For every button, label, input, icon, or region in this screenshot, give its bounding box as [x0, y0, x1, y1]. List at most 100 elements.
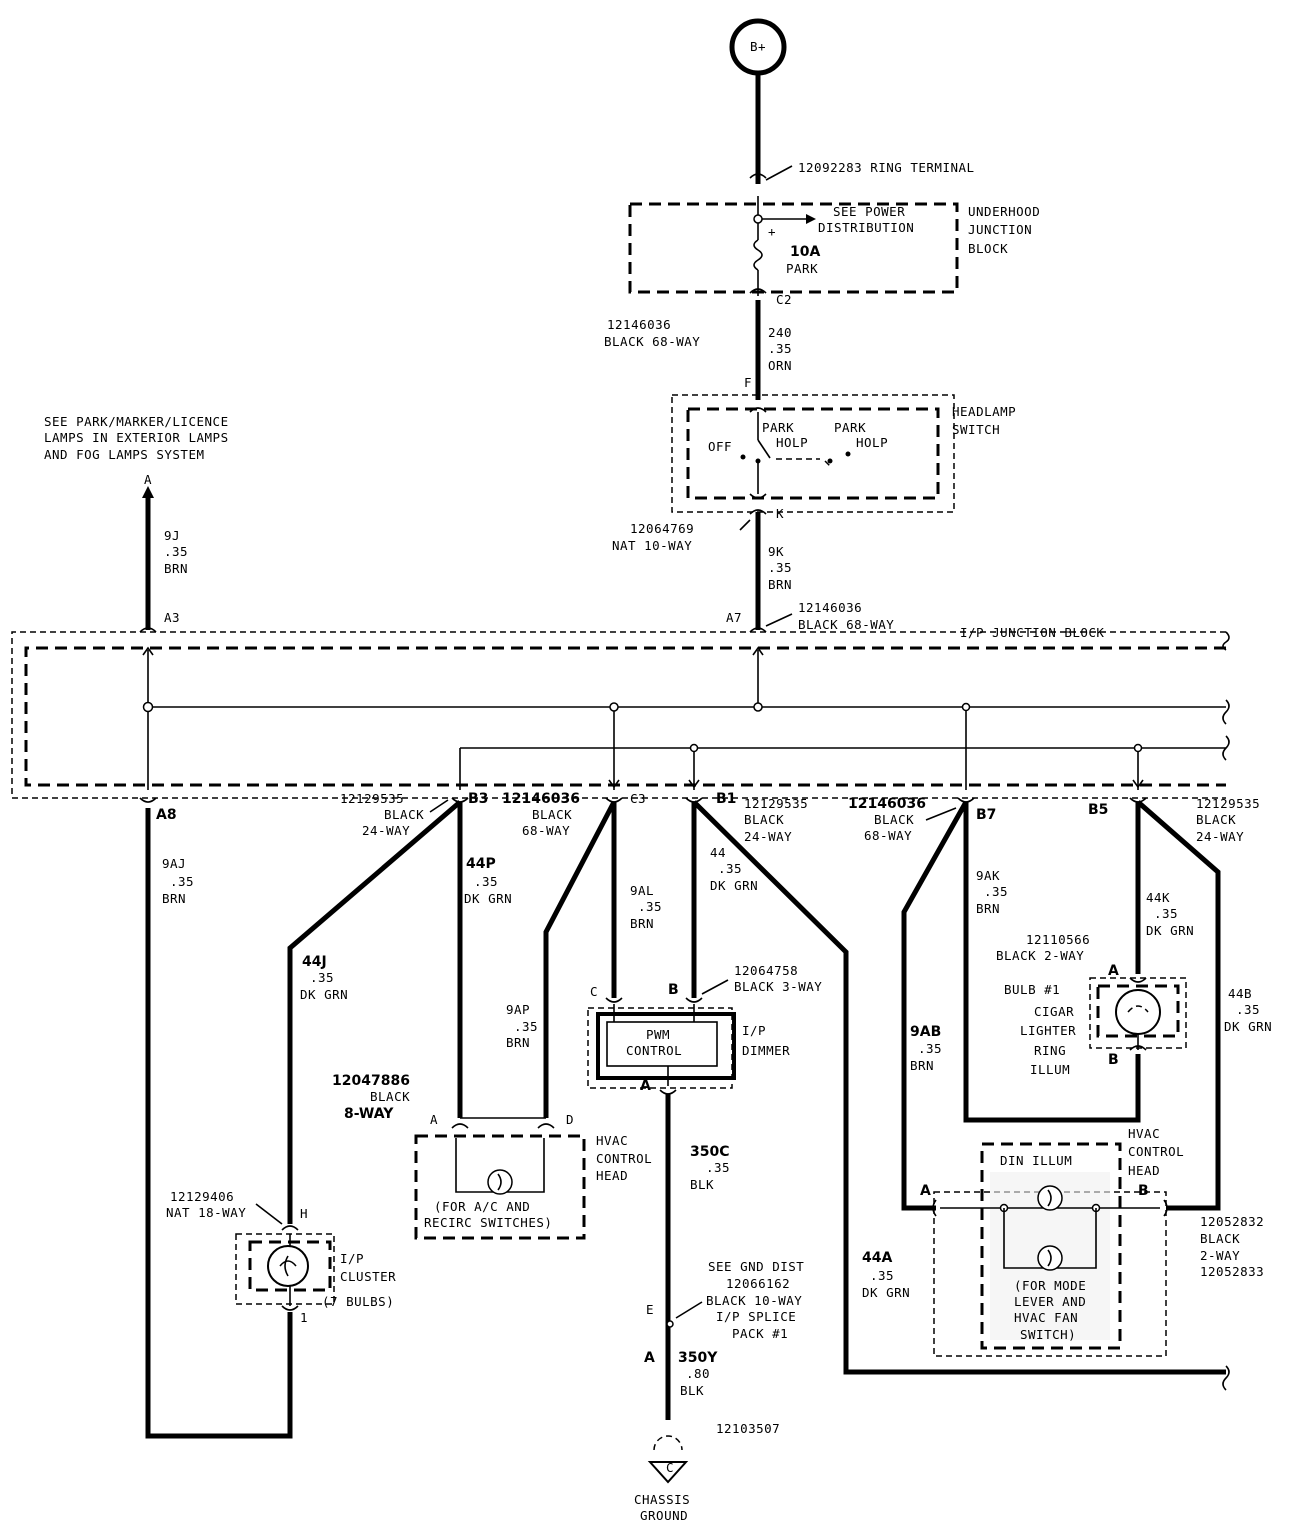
wire-9ab-line1: 9AB — [910, 1024, 941, 1040]
power-dist-arrow-head — [806, 214, 816, 224]
ground-name-line2: GROUND — [640, 1508, 688, 1523]
wire-9al-line3: BRN — [630, 916, 654, 931]
cluster-filament — [279, 1255, 297, 1277]
switch-holp1-label: HOLP — [776, 435, 808, 450]
conn-b7-leader — [925, 807, 957, 821]
hvac-left-name-line2: CONTROL — [596, 1151, 652, 1166]
hvac-right-note-line4: SWITCH) — [1020, 1327, 1076, 1342]
conn-b5-line2: BLACK — [1196, 812, 1236, 827]
pin-b3: B3 — [468, 791, 488, 807]
switch-park2-label: PARK — [834, 420, 866, 435]
wire-44-line2: .35 — [718, 861, 742, 876]
wire-44p-line3: DK GRN — [464, 891, 512, 906]
ip-arrow-a3 — [142, 646, 154, 656]
hvac-control-head-left: 12047886 BLACK 8-WAY A D (FOR A/C AND RE… — [332, 1073, 652, 1240]
pin-b1: B1 — [716, 791, 736, 807]
headlamp-switch-outline — [686, 407, 940, 500]
ip-junction-block: A3 A7 12146036 BLACK 68-WAY I/P JUNCTION… — [11, 600, 1230, 799]
cluster-connector-line1: 12129406 — [170, 1189, 234, 1204]
wire-44-line3: DK GRN — [710, 878, 758, 893]
gnd-eyelet-part: 12103507 — [716, 1421, 780, 1436]
conn-b1-line3: 24-WAY — [744, 829, 792, 844]
wire-9ak-line3: BRN — [976, 901, 1000, 916]
hvac-right-b-symbol — [1163, 1199, 1168, 1217]
cluster-name-line3: (7 BULBS) — [322, 1294, 394, 1309]
dimmer-connector-line2: BLACK 3-WAY — [734, 979, 822, 994]
hvac-left-connector-line1: 12047886 — [332, 1073, 410, 1089]
pwm-control-line2: CONTROL — [626, 1043, 682, 1058]
hvac-left-connector-line3: 8-WAY — [344, 1106, 394, 1122]
cigar-bulb-label: BULB #1 — [1004, 982, 1060, 997]
cigar-name-line2: LIGHTER — [1020, 1023, 1076, 1038]
wire-240-line1: 240 — [768, 325, 792, 340]
cigar-a-symbol — [1129, 977, 1147, 983]
wire-9ab-line3: BRN — [910, 1058, 934, 1073]
cigar-lighter-illum: 12110566 BLACK 2-WAY A B BULB #1 CIGAR L… — [996, 932, 1187, 1077]
headlamp-outer-outline — [671, 394, 955, 513]
wire-44p-line1: 44P — [466, 856, 496, 872]
wire-44a-line3: DK GRN — [862, 1285, 910, 1300]
wire-350c-line2: .35 — [706, 1160, 730, 1175]
wire-44a-line2: .35 — [870, 1268, 894, 1283]
pin-b7: B7 — [976, 807, 996, 823]
wire-44-line1: 44 — [710, 845, 726, 860]
ip-arrow-b5 — [1132, 779, 1144, 789]
cluster-pin-h: H — [300, 1206, 308, 1221]
cluster-name-line2: CLUSTER — [340, 1269, 396, 1284]
ip-splice-b5 — [1133, 743, 1143, 753]
fuse-symbol — [753, 239, 763, 271]
wire-44a — [692, 800, 1226, 1375]
din-filament-upper — [1047, 1189, 1052, 1207]
gnd-connector-leader — [675, 1301, 703, 1319]
cigar-name-line1: CIGAR — [1034, 1004, 1074, 1019]
underhood-block-outline — [628, 202, 959, 294]
dimmer-pin-b: B — [668, 982, 679, 998]
ring-terminal-label: 12092283 RING TERMINAL — [798, 160, 975, 175]
ip-connector-top-leader — [765, 613, 793, 627]
conn-b3-leader — [429, 799, 449, 813]
see-park-line2: LAMPS IN EXTERIOR LAMPS — [44, 430, 229, 445]
dimmer-c-symbol — [605, 997, 623, 1003]
hvac-left-pin-d: D — [566, 1112, 574, 1127]
conn-b5-line1: 12129535 — [1196, 796, 1260, 811]
ip-dimmer: 12064758 BLACK 3-WAY C B PWM CONTROL I/P… — [587, 963, 822, 1095]
cluster-1-symbol — [281, 1305, 299, 1311]
hvac-left-name-line1: HVAC — [596, 1133, 628, 1148]
dimmer-connector-line1: 12064758 — [734, 963, 798, 978]
hvac-right-name-line2: CONTROL — [1128, 1144, 1184, 1159]
hvac-right-inner-outline — [980, 1142, 1122, 1350]
dimmer-pin-c: C — [590, 984, 598, 999]
ip-block-break-top — [1222, 631, 1230, 651]
hvac-right-name-line1: HVAC — [1128, 1126, 1160, 1141]
ip-arrow-c3 — [608, 779, 620, 789]
headlamp-name-line2: SWITCH — [952, 422, 1000, 437]
wire-9k-line2: .35 — [768, 560, 792, 575]
switch-park2-contact — [827, 458, 833, 464]
ip-block-inner-outline — [24, 646, 1226, 787]
wire-44k-line2: .35 — [1154, 906, 1178, 921]
wire-44k-line1: 44K — [1146, 890, 1170, 905]
ip-splice-a — [142, 701, 154, 713]
gnd-eyelet — [653, 1435, 683, 1451]
ip-splice-b1 — [689, 743, 699, 753]
dimmer-name-line1: I/P — [742, 1023, 766, 1038]
hvac-left-filament — [497, 1173, 502, 1191]
wire-350c-line1: 350C — [690, 1144, 730, 1160]
ground-symbol-letter: C — [666, 1460, 674, 1475]
conn-c3-line3: 68-WAY — [522, 823, 570, 838]
conn-b1-line1: 12129535 — [744, 796, 808, 811]
hvac-right-note-line1: (FOR MODE — [1014, 1278, 1086, 1293]
headlamp-switch: F OFF PARK HOLP PARK HOLP HEADLAMP SWITC… — [612, 375, 1016, 553]
gnd-pin-e: E — [646, 1302, 654, 1317]
cigar-b-symbol — [1129, 1045, 1147, 1051]
cluster-h-symbol — [281, 1225, 299, 1231]
switch-linkage — [776, 458, 833, 469]
cigar-pin-b: B — [1108, 1052, 1119, 1068]
hvac-right-pin-b: B — [1138, 1183, 1149, 1199]
ip-connector-top-line2: BLACK 68-WAY — [798, 617, 894, 632]
battery-supply: B+ — [729, 18, 787, 76]
din-illum-label: DIN ILLUM — [1000, 1153, 1072, 1168]
cluster-bulb — [267, 1245, 309, 1287]
wire-9ap-line1: 9AP — [506, 1002, 530, 1017]
see-power-line2: DISTRIBUTION — [818, 220, 914, 235]
